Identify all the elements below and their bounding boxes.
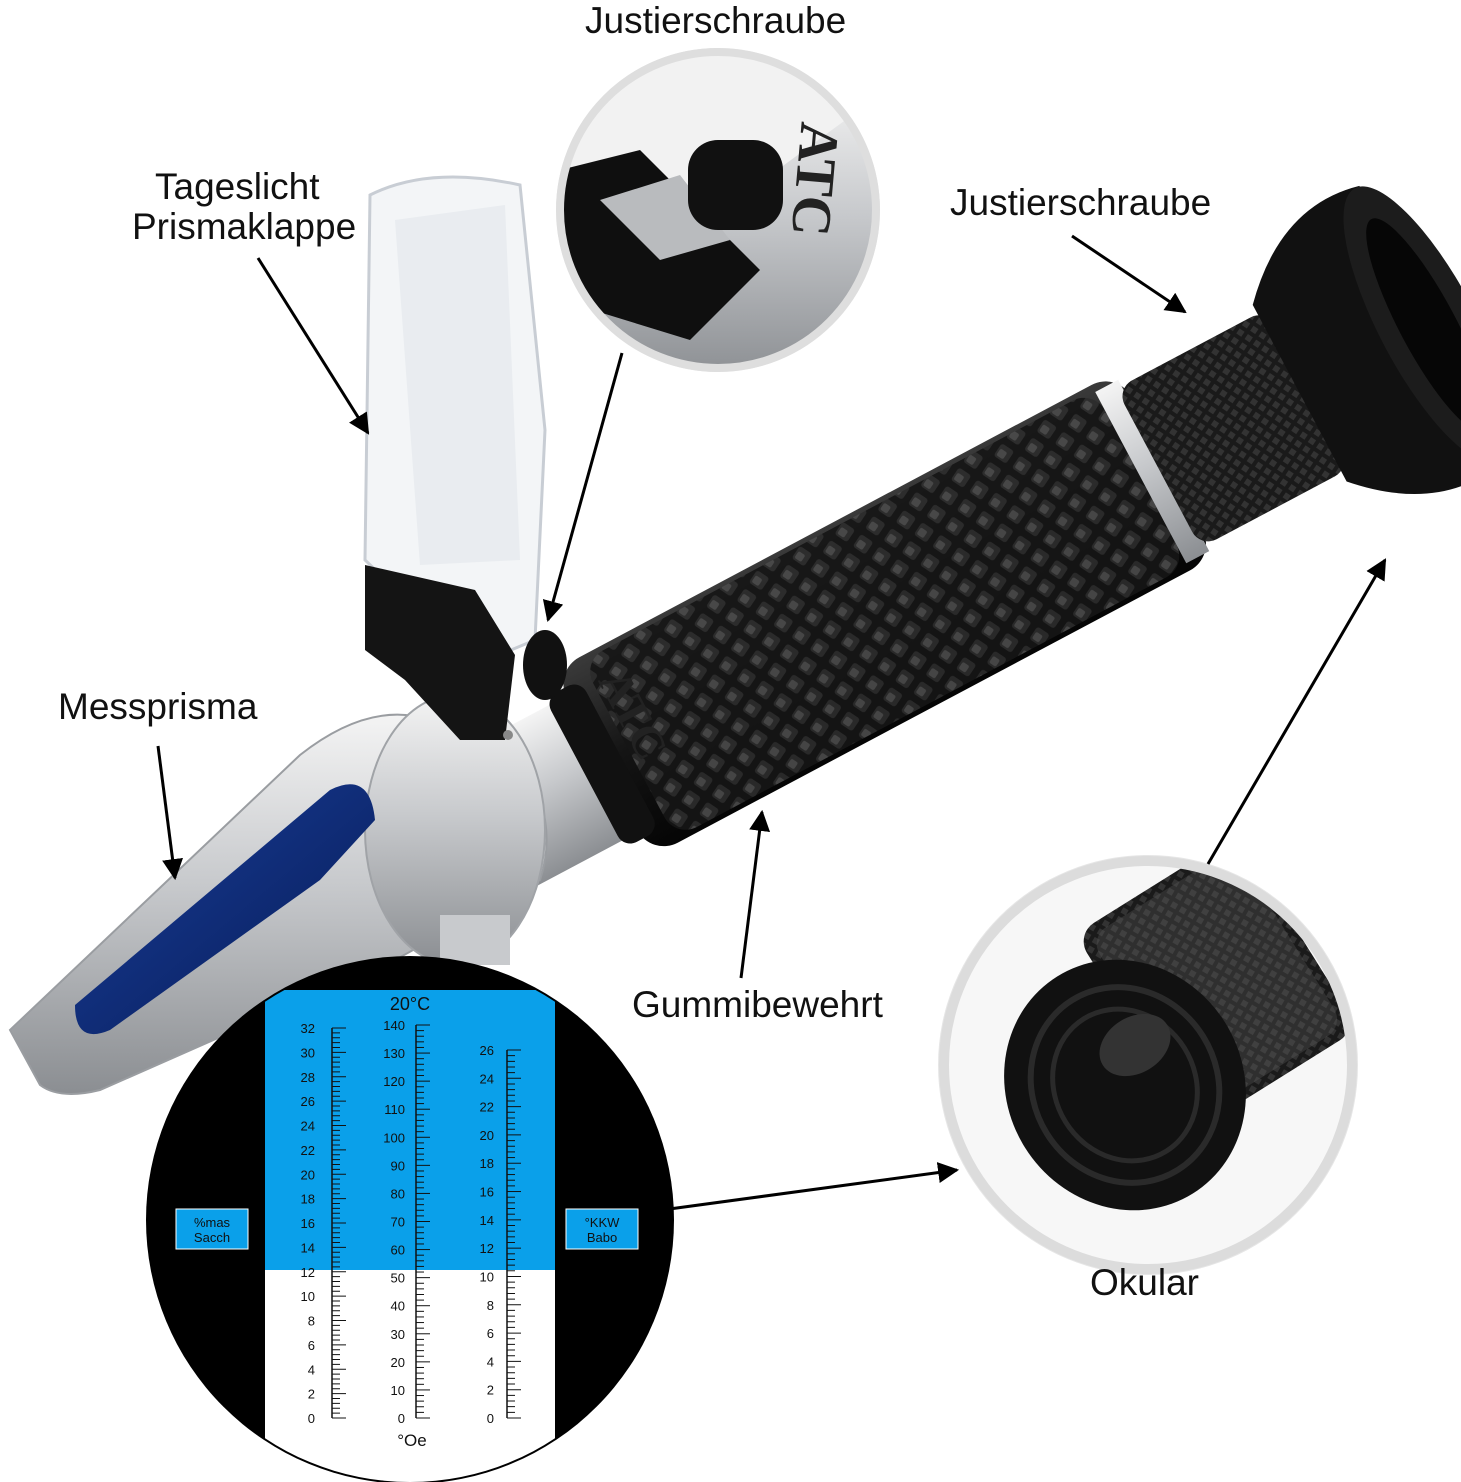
arrow-scale-to-eyepiece [661,1162,960,1212]
scale-badge-left: %mas Sacch [175,1208,249,1250]
scale-middle-tick-label: 50 [391,1271,405,1286]
scale-left-tick-label: 2 [308,1387,315,1402]
scale-middle-tick-label: 80 [391,1186,405,1201]
label-justierschraube-right: Justierschraube [950,182,1212,223]
prism-head [8,694,548,1095]
scale-left-tick-label: 4 [308,1362,315,1377]
scale-left-tick-label: 16 [301,1216,315,1231]
scale-left-tick-label: 10 [301,1289,315,1304]
scale-right-tick-label: 6 [487,1326,494,1341]
label-gummibewehrt: Gummibewehrt [632,984,883,1025]
scale-left-tick-label: 18 [301,1192,315,1207]
scale-left-tick-label: 12 [301,1265,315,1280]
scale-middle-tick-label: 130 [383,1046,405,1061]
scale-right-tick-label: 20 [480,1128,494,1143]
arrow-adjust-screw-right [1071,234,1187,314]
scale-middle-tick-label: 30 [391,1327,405,1342]
scale-middle-tick-label: 100 [383,1130,405,1145]
badge-left-line1: %mas [194,1215,231,1230]
arrow-prism-flap [256,257,370,435]
scale-right-tick-label: 2 [487,1383,494,1398]
scale-left-tick-label: 26 [301,1094,315,1109]
scale-right-tick-label: 10 [480,1269,494,1284]
scale-left-tick-label: 8 [308,1314,315,1329]
zoom-circle-scale: 3230282624222018161412108642014013012011… [146,956,674,1482]
scale-right-tick-label: 0 [487,1411,494,1426]
daylight-plate [363,175,567,740]
badge-right-line1: °KKW [585,1215,621,1230]
scale-right-tick-label: 24 [480,1071,494,1086]
arrow-adjust-screw-top [542,352,624,623]
arrow-rubber-grip [739,809,771,979]
scale-middle-tick-label: 40 [391,1299,405,1314]
scale-right-tick-label: 4 [487,1354,494,1369]
scale-middle-tick-label: 70 [391,1215,405,1230]
scale-left-tick-label: 20 [301,1167,315,1182]
scale-right-tick-label: 26 [480,1043,494,1058]
arrow-measuring-prism [156,745,183,881]
scale-middle-tick-label: 20 [391,1355,405,1370]
label-prismaklappe: Prismaklappe [132,206,357,247]
scale-right-tick-label: 22 [480,1100,494,1115]
scale-ticks: 3230282624222018161412108642014013012011… [301,1018,521,1426]
scale-badge-right: °KKW Babo [565,1208,639,1250]
scale-left-tick-label: 0 [308,1411,315,1426]
scale-left-tick-label: 32 [301,1021,315,1036]
scale-middle-tick-label: 120 [383,1074,405,1089]
label-okular: Okular [1090,1262,1199,1303]
scale-left-tick-label: 6 [308,1338,315,1353]
scale-left-tick-label: 14 [301,1240,315,1255]
scale-right-tick-label: 18 [480,1156,494,1171]
scale-right-tick-label: 12 [480,1241,494,1256]
atc-marking-zoom: ATC [779,120,851,239]
scale-middle-tick-label: 140 [383,1018,405,1033]
arrow-eyepiece [1206,558,1387,865]
badge-left-line2: Sacch [194,1230,230,1245]
label-tageslicht: Tageslicht [155,166,320,207]
scale-bottom-unit: °Oe [397,1431,426,1450]
scale-middle-tick-label: 0 [398,1411,405,1426]
scale-middle-tick-label: 10 [391,1383,405,1398]
scale-middle-tick-label: 110 [384,1102,405,1117]
scale-left-tick-label: 30 [301,1045,315,1060]
scale-right-tick-label: 16 [480,1185,494,1200]
badge-right-line2: Babo [587,1230,617,1245]
refractometer-body: ATC [8,175,1461,1095]
label-messprisma: Messprisma [58,686,258,727]
leader-arrows [156,234,1387,1212]
label-justierschraube-top: Justierschraube [585,0,847,41]
scale-middle-tick-label: 90 [391,1158,405,1173]
zoom-circle-eyepiece [938,855,1358,1275]
scale-right-tick-label: 14 [480,1213,494,1228]
scale-middle-tick-label: 60 [391,1243,405,1258]
scale-left-tick-label: 22 [301,1143,315,1158]
zoom-circle-adjust-screw: ATC [556,48,880,372]
scale-right-tick-label: 8 [487,1298,494,1313]
scale-left-tick-label: 24 [301,1119,315,1134]
scale-temperature: 20°C [390,994,430,1014]
scale-left-tick-label: 28 [301,1070,315,1085]
